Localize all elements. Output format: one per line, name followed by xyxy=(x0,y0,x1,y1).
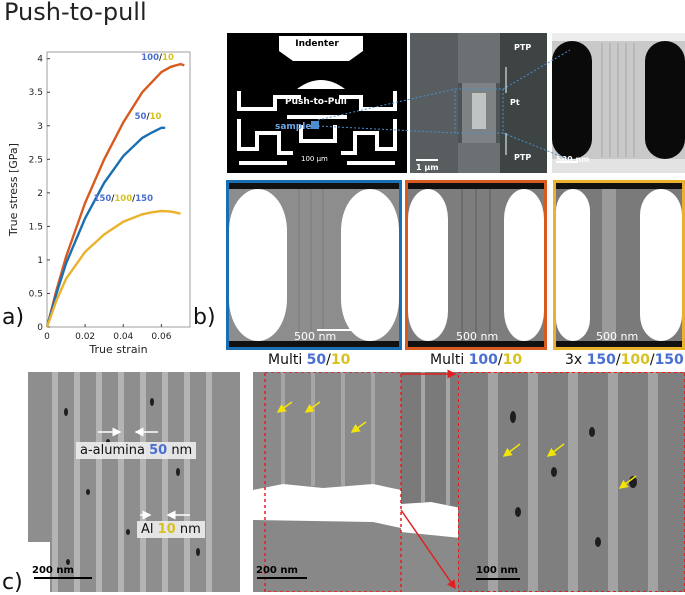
series-label-part: / xyxy=(159,53,163,63)
tem-scale-1: 500 nm xyxy=(294,330,337,343)
x-tick-label: 0 xyxy=(44,332,50,342)
y-tick-label: 4 xyxy=(37,55,43,65)
tem-panel-150-100-150: 500 nm xyxy=(553,180,685,350)
tem-panel-50-10: 500 nm xyxy=(226,180,402,350)
series-label-1: 50/10 xyxy=(135,112,162,122)
caption-multi-50-10: Multi 50/10 xyxy=(268,352,351,368)
series-label-part: 50 xyxy=(135,112,147,122)
y-tick-label: 0 xyxy=(37,323,43,333)
device-label: Push-to-Pull xyxy=(285,97,347,107)
y-tick-label: 2.5 xyxy=(29,155,43,165)
y-tick-label: 3 xyxy=(37,122,43,132)
series-line-1 xyxy=(45,126,166,328)
y-axis-label: True stress [GPa] xyxy=(7,143,20,237)
y-tick-label: 2 xyxy=(37,189,43,199)
tem-scale-2: 500 nm xyxy=(456,330,499,343)
ptp-bottom-label: PTP xyxy=(514,153,532,162)
al-label: Al 10 nm xyxy=(137,521,205,538)
series-label-part: / xyxy=(132,194,136,204)
ptp-top-label: PTP xyxy=(514,43,532,52)
y-tick-label: 0.5 xyxy=(29,289,43,299)
series-line-0 xyxy=(45,62,185,328)
series-label-part: 10 xyxy=(150,112,162,122)
panel-letter-b: b) xyxy=(193,305,216,330)
pt-label: Pt xyxy=(510,98,520,107)
sample-label: sample xyxy=(275,122,312,132)
series-line-2 xyxy=(45,209,181,328)
series-label-part: 10 xyxy=(162,53,174,63)
series-label-2: 150/100/150 xyxy=(94,194,154,204)
tem-zoom-image xyxy=(458,372,685,592)
tem-scale-3: 500 nm xyxy=(596,330,639,343)
panel-letter-a: a) xyxy=(2,305,25,330)
series-label-0: 100/10 xyxy=(141,53,174,63)
y-tick-label: 1 xyxy=(37,256,43,266)
alumina-label: a-alumina 50 nm xyxy=(76,442,197,459)
sem-zoom-scale: 500 nm xyxy=(556,155,590,164)
connector-lines xyxy=(317,49,571,161)
series-label-part: / xyxy=(111,194,115,204)
tem-multilayer-image xyxy=(28,372,240,592)
tem-fracture-image xyxy=(253,372,461,592)
sem-zoom-image: 500 nm xyxy=(552,33,685,173)
panel-c-scale-3: 100 nm xyxy=(476,565,518,576)
sem-image: PTP Pt PTP 1 μm xyxy=(410,33,547,173)
schematic-scale: 100 μm xyxy=(301,155,328,163)
panel-c-arrows xyxy=(98,369,637,590)
caption-3x-150-100-150: 3x 150/100/150 xyxy=(565,352,684,368)
caption-multi-100-10: Multi 100/10 xyxy=(430,352,523,368)
series-label-part: 100 xyxy=(141,53,159,63)
panel-c-scale-2: 200 nm xyxy=(256,565,298,576)
y-tick-label: 1.5 xyxy=(29,222,43,232)
figure-title: Push-to-pull xyxy=(4,0,147,26)
series-label-part: 150 xyxy=(94,194,112,204)
series-label-part: 150 xyxy=(135,194,153,204)
push-to-pull-schematic: Indenter Push-to-Pull sample 100 μm xyxy=(227,33,407,173)
plot-frame xyxy=(46,51,191,328)
x-tick-label: 0.06 xyxy=(151,332,171,342)
tem-panel-100-10: 500 nm xyxy=(405,180,547,350)
x-tick-label: 0.02 xyxy=(75,332,95,342)
panel-letter-c: c) xyxy=(2,570,23,595)
sem-scale-1um: 1 μm xyxy=(416,163,439,172)
y-tick-label: 3.5 xyxy=(29,88,43,98)
series-label-part: 100 xyxy=(114,194,132,204)
panel-c-scale-1: 200 nm xyxy=(32,565,74,576)
x-tick-label: 0.04 xyxy=(113,332,133,342)
x-axis-label: True strain xyxy=(88,343,147,356)
indenter-label: Indenter xyxy=(295,39,339,49)
series-label-part: / xyxy=(146,112,150,122)
